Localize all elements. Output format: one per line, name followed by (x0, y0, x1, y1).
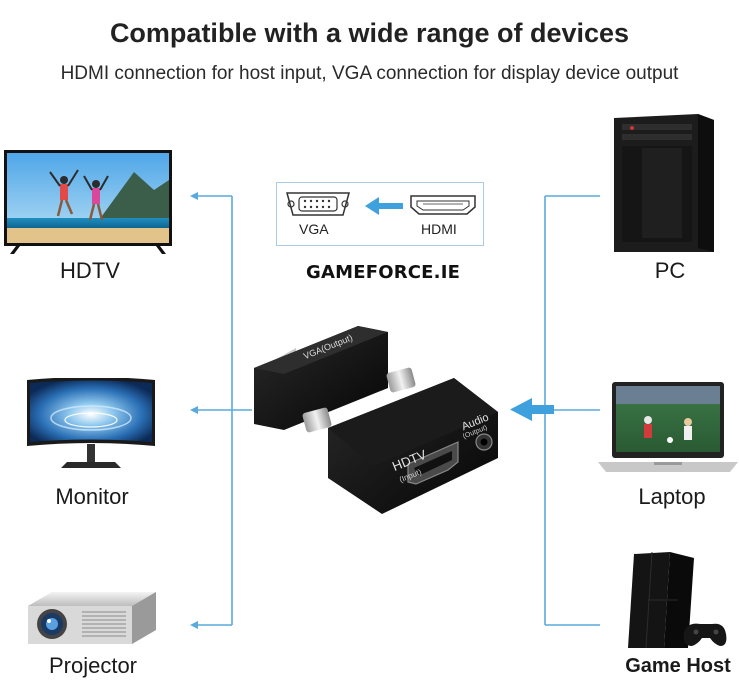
hdtv-device (4, 150, 174, 260)
page-subtitle: HDMI connection for host input, VGA conn… (60, 63, 679, 84)
page-title: Compatible with a wide range of devices (109, 18, 630, 48)
pc-device (612, 112, 716, 254)
input-label-laptop: Laptop (638, 484, 706, 509)
monitor-device (25, 378, 157, 478)
arrow-left-icon (365, 197, 403, 215)
projector-device (22, 588, 162, 650)
laptop-icon (598, 382, 738, 472)
output-label-hdtv: HDTV (60, 258, 120, 283)
laptop-device (598, 380, 738, 478)
input-label-pc: PC (654, 258, 686, 283)
monitor-icon (27, 378, 155, 468)
output-label-projector: Projector (48, 653, 138, 678)
vga-port-icon (286, 192, 350, 216)
hdmi-to-vga-adapter-icon (254, 326, 498, 514)
output-arrowheads (190, 192, 198, 629)
game-console-icon (628, 551, 727, 649)
hdmi-label: HDMI (421, 221, 457, 237)
hdmi-port-icon (410, 195, 476, 215)
output-label-monitor: Monitor (55, 484, 129, 509)
game-console-device (618, 548, 730, 652)
vga-label: VGA (299, 221, 329, 237)
projector-icon (28, 592, 156, 644)
output-connector-lines (196, 195, 252, 626)
input-label-game-host: Game Host (625, 655, 731, 677)
connector-diagram: VGA HDMI (276, 182, 484, 246)
input-arrow (510, 398, 554, 421)
pc-tower-icon (614, 114, 714, 252)
hdtv-icon (4, 150, 172, 254)
adapter: VGA(Output) HDTV (Input) Audio (Output) (248, 318, 508, 518)
brand-name: GAMEFORCE.IE (306, 262, 461, 283)
